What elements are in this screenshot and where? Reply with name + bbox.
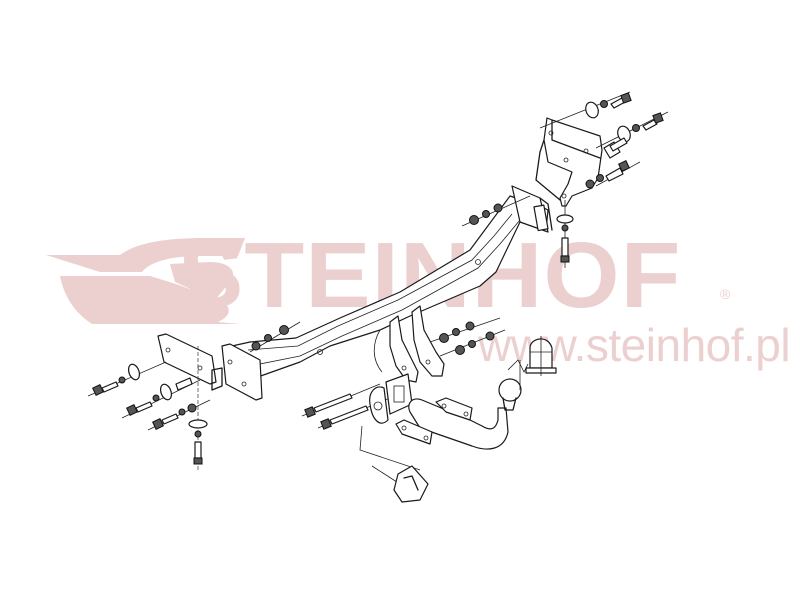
towball-arm (408, 359, 529, 450)
wiring-connector (371, 465, 429, 503)
right-mounting-bracket (535, 117, 603, 207)
centre-nut-chains (429, 317, 506, 357)
main-crossbeam (231, 185, 553, 379)
left-upper-nut-chain (249, 321, 301, 353)
left-mounting-plates (157, 333, 263, 401)
right-bolts (539, 91, 669, 189)
vertical-bolt-right (556, 200, 574, 268)
upper-nut-chain (461, 195, 531, 227)
ball-cap (525, 336, 557, 376)
registered-mark: ® (720, 286, 731, 302)
left-bolts (87, 361, 211, 431)
centre-drop-brackets (373, 305, 445, 383)
vertical-bolt-left (188, 346, 208, 470)
clamp-blocks (395, 397, 473, 445)
long-bolts-centre (301, 383, 391, 430)
